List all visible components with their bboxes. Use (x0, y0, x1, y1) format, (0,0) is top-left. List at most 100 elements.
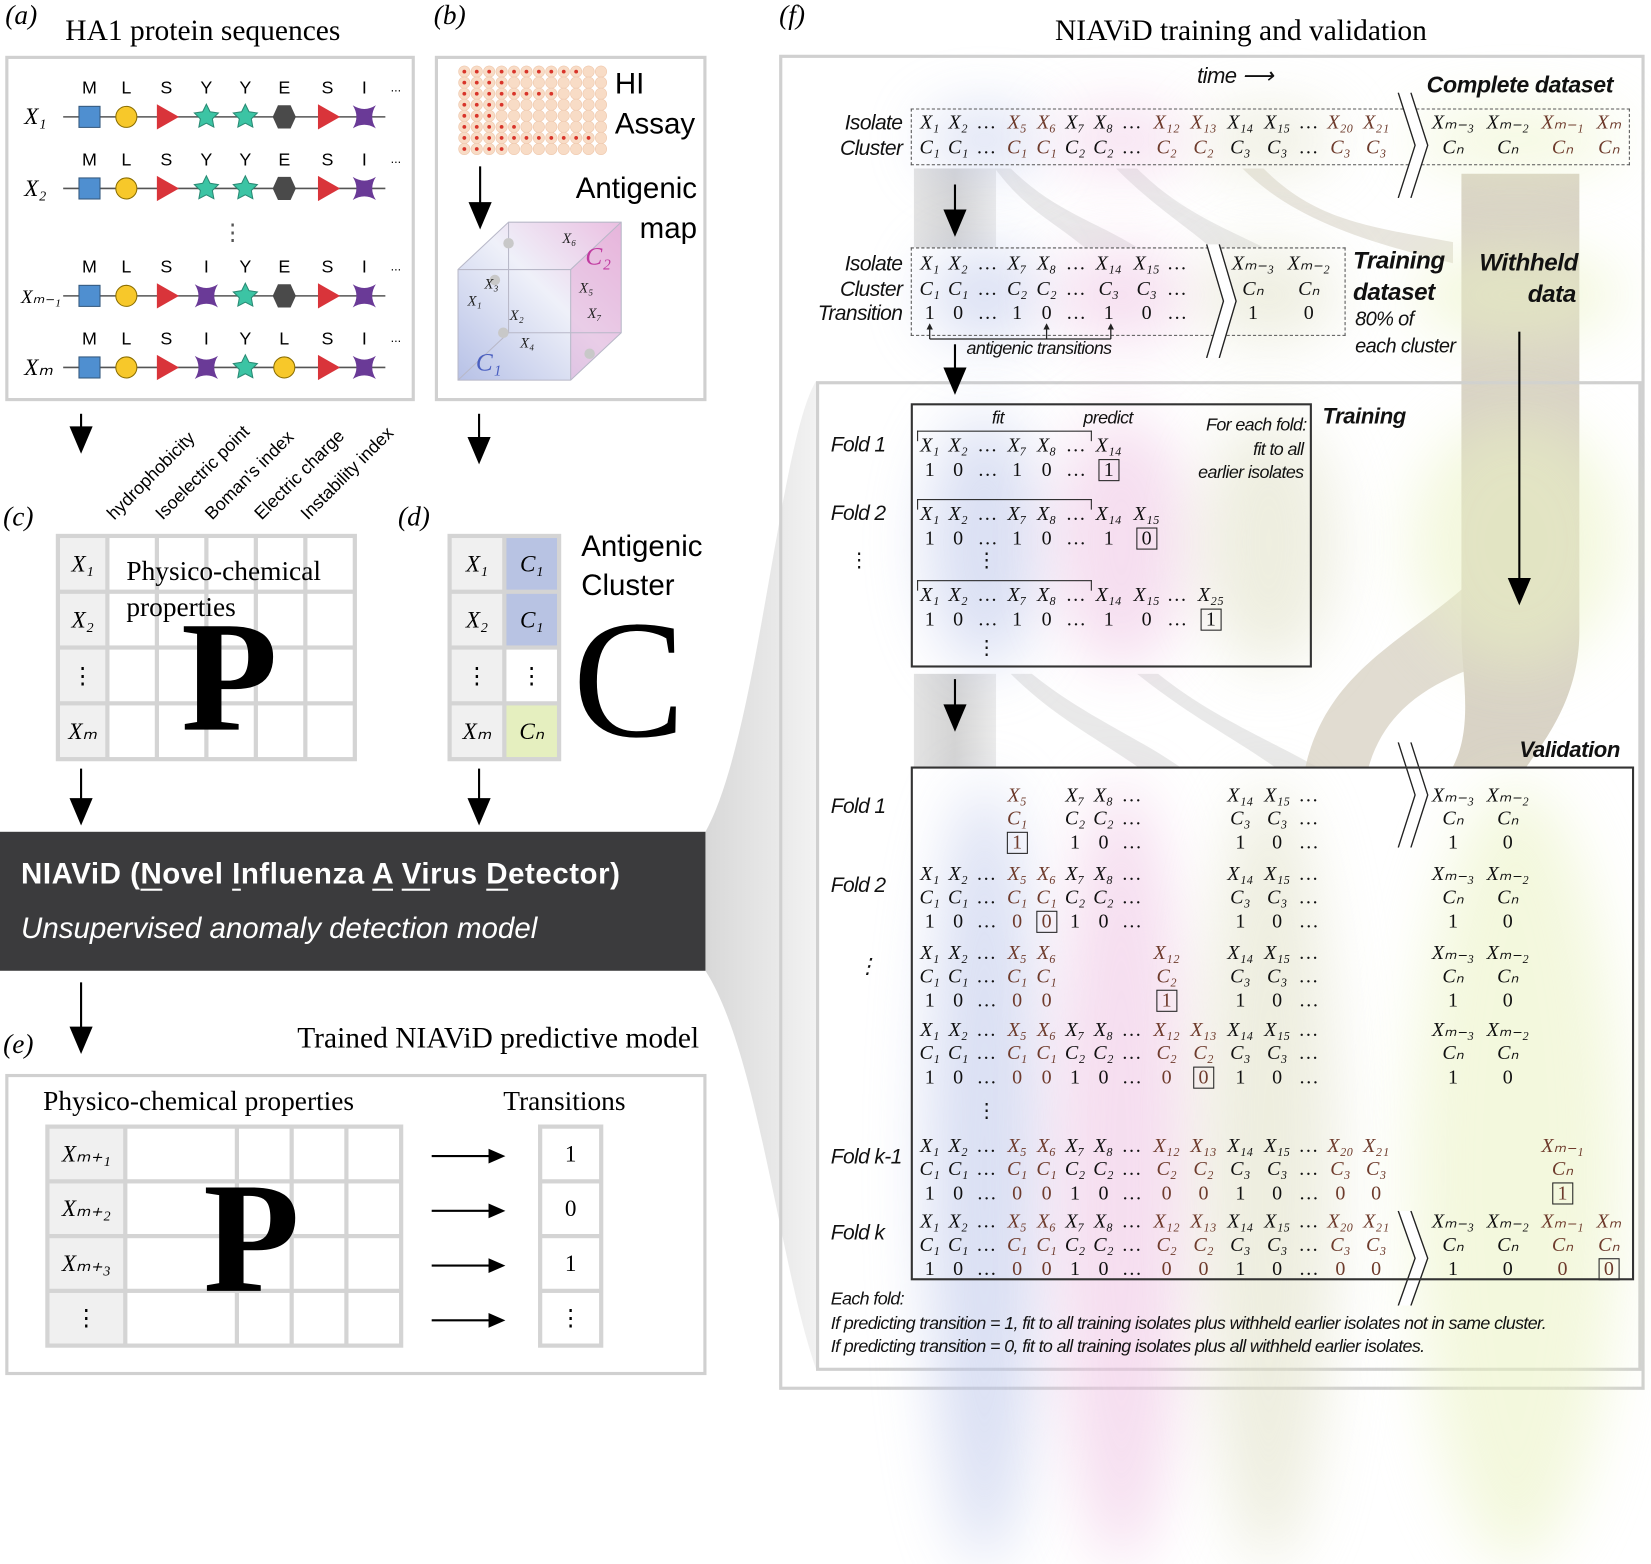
cluster-token: … (1299, 965, 1318, 988)
isolate-token: X₈ (1036, 584, 1057, 607)
residue-letter: M (82, 257, 97, 277)
cluster-token: C₂ (1093, 886, 1114, 909)
isolate-token: X₂₁ (1363, 1210, 1390, 1233)
withheld-label-2: data (1527, 280, 1577, 308)
cluster-token: C₂ (1156, 965, 1177, 988)
cluster-token: C₁ (1036, 136, 1057, 159)
assay-dot (574, 69, 579, 74)
isolate-token: X₆ (1036, 111, 1057, 134)
isolate-token: X₇ (1065, 1019, 1085, 1042)
rule-transition-1: If predicting transition = 1, fit to all… (830, 1312, 1547, 1333)
residue-letter: I (362, 149, 367, 169)
arrow-right-icon (431, 1203, 506, 1219)
residue-letter: I (362, 78, 367, 98)
hexagon-icon (272, 176, 296, 201)
cluster-token: C₁ (947, 1233, 969, 1257)
cluster-token: Cₙ (1551, 1233, 1574, 1257)
cluster-token: C₃ (1267, 965, 1288, 988)
four-point-star-icon (194, 355, 218, 380)
transition-token: … (1121, 910, 1142, 933)
residue-letter: S (160, 149, 172, 169)
cluster-token: … (1122, 886, 1141, 909)
isolate-token: X₅ (1007, 942, 1027, 965)
cluster-shade (926, 247, 1043, 343)
residue-letter: E (278, 257, 290, 277)
transition-token: 0 (953, 1258, 964, 1281)
isolate-token: Xₘ₋₂ (1287, 252, 1330, 275)
panel-a-title: HA1 protein sequences (65, 14, 341, 48)
residue-letter: M (82, 78, 97, 98)
withheld-label-1: Withheld (1479, 248, 1578, 276)
triangle-icon (156, 283, 179, 309)
isolate-token: X₅ (1007, 111, 1027, 134)
assay-well (582, 142, 595, 155)
assay-dot (499, 136, 504, 140)
isolate-token: … (1122, 784, 1141, 807)
cluster-token: C₁ (1006, 1233, 1028, 1257)
star-icon (232, 353, 259, 379)
panel-e-label: (e) (3, 1028, 34, 1060)
triangle-icon (317, 283, 341, 309)
row-label-isolate: Isolate (844, 252, 903, 276)
isolate-token: X₁ (920, 434, 940, 457)
continuation: ... (391, 331, 402, 345)
validation-box (910, 766, 1635, 1281)
isolate-token: X₁ (920, 111, 940, 134)
isolate-token: X₈ (1093, 1210, 1114, 1233)
cluster-token: C₂ (1064, 136, 1086, 159)
transition-token: 1 (1070, 831, 1081, 854)
assay-dot (487, 113, 492, 118)
residue-letter: L (121, 78, 131, 98)
transition-token: 1 (1012, 527, 1023, 550)
transition-token: 0 (953, 1066, 964, 1089)
cube-label: X₃ (483, 276, 498, 292)
complete-dataset-box (910, 108, 1630, 166)
transition-token: 1 (1200, 608, 1222, 631)
cluster-token: C₂ (1064, 1042, 1086, 1065)
cluster-token: Cₙ (1242, 277, 1264, 301)
cluster-token: Cₙ (1497, 886, 1519, 909)
each-fold-label: Each fold: (830, 1288, 905, 1309)
residue-letter: S (160, 257, 172, 277)
assay-dot (499, 124, 504, 129)
transition-token: 1 (1448, 910, 1459, 933)
isolate-token: X₈ (1093, 784, 1114, 807)
fit-bracket (917, 580, 1092, 591)
transition-token: 0 (1041, 989, 1052, 1012)
cluster-token: C₃ (1267, 807, 1288, 830)
residue-letter: S (160, 78, 172, 98)
row-header: ⋮ (451, 649, 503, 702)
assay-dot (462, 91, 467, 96)
cluster-token: … (1299, 1042, 1318, 1065)
transition-token: … (1298, 1066, 1319, 1089)
assay-dot (499, 69, 504, 74)
cluster-token: C₁ (919, 1042, 940, 1065)
vertical-ellipsis: ⋮ (976, 637, 997, 660)
transition-token: … (976, 1258, 997, 1281)
transition-token: … (1066, 302, 1087, 325)
isolate-point (489, 274, 501, 286)
property-matrix: X₁ X₂ ⋮ Xₘ (55, 533, 357, 762)
matrix-letter-c: C (572, 585, 686, 773)
cluster-token: C₁ (919, 1158, 940, 1181)
assay-dot (524, 136, 529, 140)
cluster-token: C₁ (919, 965, 940, 988)
cluster-token: … (977, 886, 996, 909)
cluster-token: C₃ (1330, 136, 1351, 159)
isolate-token: X₇ (1065, 111, 1085, 134)
transition-token: 1 (1103, 302, 1114, 325)
vertical-ellipsis: ⋮ (221, 220, 244, 246)
assay-dot (536, 91, 541, 96)
transition-token: 1 (1070, 910, 1081, 933)
cluster-token: C₁ (1006, 1158, 1028, 1181)
cluster-token: C₃ (1330, 1158, 1351, 1181)
isolate-token: … (977, 1135, 996, 1158)
transition-token: 1 (1235, 989, 1246, 1012)
residue-letter: L (121, 149, 131, 169)
timeline-break-icon (1397, 1210, 1429, 1306)
cluster-token: C₃ (1230, 965, 1251, 988)
isolate-token: … (1299, 1019, 1318, 1042)
isolate-token: X₂₅ (1197, 584, 1224, 607)
cluster-token: … (1299, 136, 1318, 159)
